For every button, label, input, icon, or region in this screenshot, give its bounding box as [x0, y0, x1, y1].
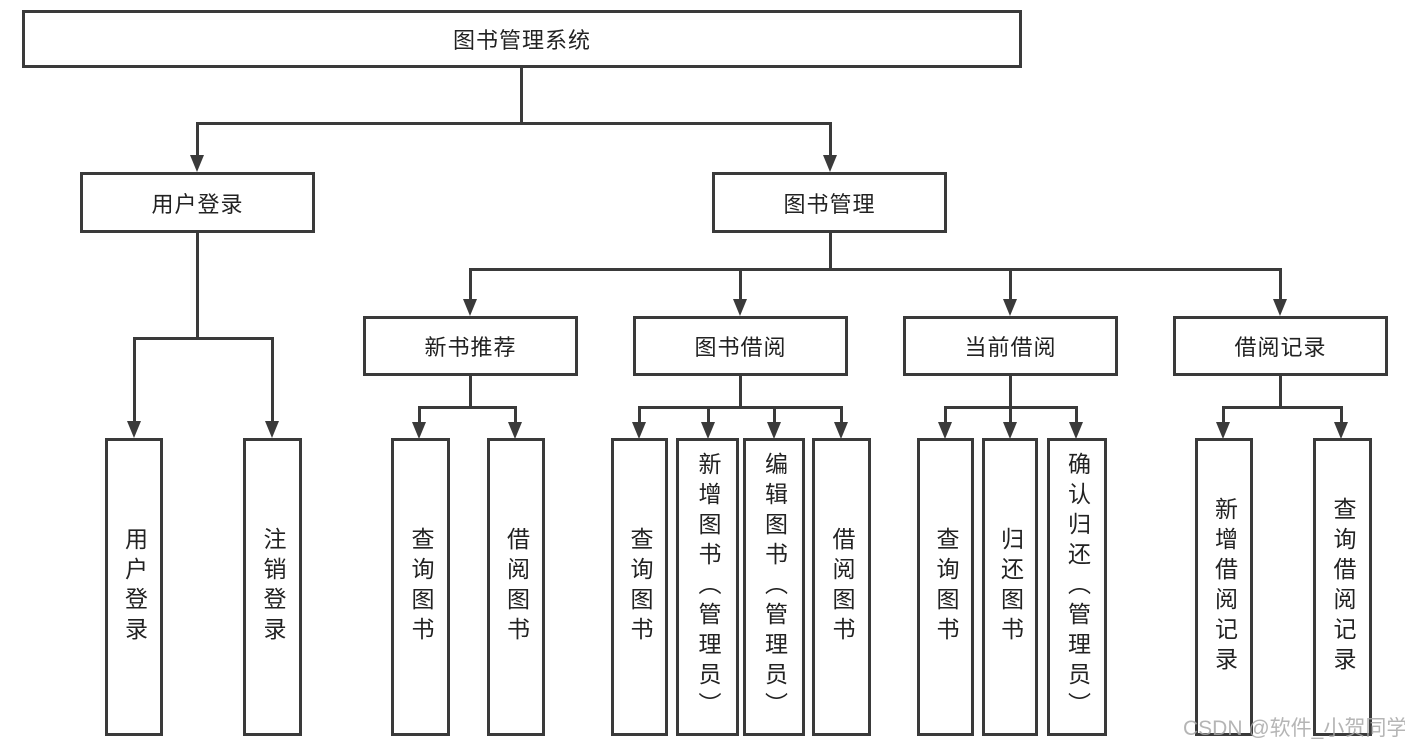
connector-line [638, 406, 641, 423]
node-label: 新书推荐 [424, 335, 517, 360]
arrow-down-icon [834, 422, 848, 439]
node-label: 借阅记录 [1234, 335, 1327, 360]
connector-line [520, 68, 523, 122]
connector-line [1340, 406, 1343, 423]
node-nbr-query-books: 查询图书 [391, 438, 450, 736]
arrow-down-icon [1273, 299, 1287, 316]
node-br-query-record: 查询借阅记录 [1313, 438, 1372, 736]
node-label: 编辑图书（管理员） [761, 452, 788, 722]
arrow-down-icon [265, 421, 279, 438]
connector-line [469, 268, 472, 300]
connector-line [469, 268, 1282, 271]
csdn-watermark: CSDN @软件_小贺同学 [1183, 717, 1405, 740]
node-br-add-record: 新增借阅记录 [1195, 438, 1253, 736]
connector-line [133, 337, 274, 340]
connector-line [1279, 376, 1282, 406]
connector-line [829, 233, 832, 268]
connector-line [196, 122, 199, 158]
node-bb-add-books-admin: 新增图书（管理员） [676, 438, 739, 736]
node-label: 借阅图书 [503, 527, 530, 647]
connector-line [1222, 406, 1225, 423]
node-library-management-system: 图书管理系统 [22, 10, 1022, 68]
arrow-down-icon [127, 421, 141, 438]
node-label: 查询借阅记录 [1330, 497, 1356, 677]
arrow-down-icon [823, 155, 837, 172]
connector-line [1279, 268, 1282, 300]
connector-line [773, 406, 776, 423]
connector-line [1222, 406, 1343, 409]
arrow-down-icon [767, 422, 781, 439]
node-label: 图书借阅 [694, 335, 787, 360]
connector-line [469, 376, 472, 406]
node-label: 当前借阅 [964, 335, 1057, 360]
node-label: 用户登录 [151, 191, 244, 217]
node-label: 归还图书 [997, 527, 1024, 647]
node-label: 图书管理 [783, 191, 876, 217]
arrow-down-icon [938, 422, 952, 439]
node-bb-query-books: 查询图书 [611, 438, 668, 736]
connector-line [418, 406, 421, 423]
arrow-down-icon [412, 422, 426, 439]
connector-line [271, 337, 274, 422]
arrow-down-icon [1003, 422, 1017, 439]
node-book-management: 图书管理 [712, 172, 947, 233]
node-current-borrow: 当前借阅 [903, 316, 1118, 376]
node-label: 借阅图书 [829, 527, 855, 647]
arrow-down-icon [632, 422, 646, 439]
connector-line [707, 406, 710, 423]
connector-line [638, 406, 843, 409]
connector-line [514, 406, 517, 423]
arrow-down-icon [463, 299, 477, 316]
node-cb-return-books: 归还图书 [982, 438, 1038, 736]
arrow-down-icon [1003, 299, 1017, 316]
node-label: 确认归还（管理员） [1064, 452, 1091, 722]
node-label: 查询图书 [627, 527, 653, 647]
node-user-login-leaf: 用户登录 [105, 438, 163, 736]
arrow-down-icon [190, 155, 204, 172]
connector-line [1075, 406, 1078, 423]
node-user-login: 用户登录 [80, 172, 315, 233]
connector-line [1009, 406, 1012, 423]
connector-line [829, 122, 832, 158]
node-new-book-recommend: 新书推荐 [363, 316, 578, 376]
node-label: 查询图书 [408, 527, 434, 647]
node-label: 图书管理系统 [452, 28, 591, 53]
node-book-borrow: 图书借阅 [633, 316, 848, 376]
node-cb-query-books: 查询图书 [917, 438, 974, 736]
node-logout: 注销登录 [243, 438, 302, 736]
arrow-down-icon [1069, 422, 1083, 439]
node-nbr-borrow-books: 借阅图书 [487, 438, 545, 736]
node-bb-edit-books-admin: 编辑图书（管理员） [743, 438, 805, 736]
connector-line [944, 406, 947, 423]
node-label: 用户登录 [121, 527, 148, 647]
node-bb-borrow-books: 借阅图书 [812, 438, 871, 736]
node-label: 新增借阅记录 [1211, 497, 1238, 677]
connector-line [1009, 268, 1012, 300]
connector-line [196, 233, 199, 337]
connector-line [739, 376, 742, 406]
connector-line [196, 122, 832, 125]
arrow-down-icon [1334, 422, 1348, 439]
connector-line [133, 337, 136, 422]
arrow-down-icon [1216, 422, 1230, 439]
arrow-down-icon [701, 422, 715, 439]
node-label: 查询图书 [933, 527, 959, 647]
node-borrow-records: 借阅记录 [1173, 316, 1388, 376]
connector-line [418, 406, 517, 409]
arrow-down-icon [508, 422, 522, 439]
connector-line [1009, 376, 1012, 406]
arrow-down-icon [733, 299, 747, 316]
node-label: 注销登录 [260, 527, 286, 647]
node-cb-confirm-return-admin: 确认归还（管理员） [1047, 438, 1107, 736]
connector-line [739, 268, 742, 300]
connector-line [840, 406, 843, 423]
node-label: 新增图书（管理员） [695, 452, 721, 722]
